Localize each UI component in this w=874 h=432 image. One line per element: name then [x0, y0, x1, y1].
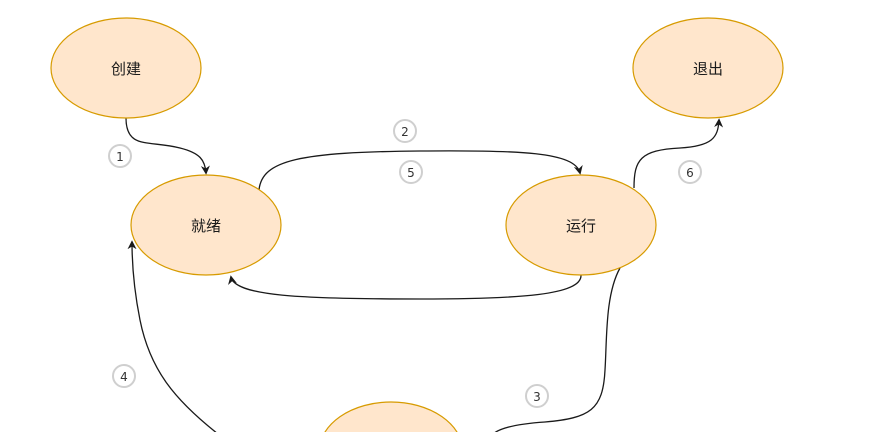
badge-1-text: 1	[116, 150, 124, 164]
badge-2-text: 2	[401, 125, 409, 139]
node-exit[interactable]: 退出	[632, 17, 784, 119]
edge-running-to-exit[interactable]	[633, 118, 724, 189]
node-running-label: 运行	[566, 217, 596, 235]
badge-4: 4	[112, 364, 136, 388]
edge-bottom-to-ready[interactable]	[127, 240, 218, 432]
node-ready[interactable]: 就绪	[130, 174, 282, 276]
node-running[interactable]: 运行	[505, 174, 657, 276]
edge-ready-to-running[interactable]	[258, 150, 583, 191]
badge-5-text: 5	[407, 166, 415, 180]
node-exit-shape[interactable]	[632, 17, 784, 119]
badge-4-text: 4	[120, 370, 128, 384]
edge-running-to-bottom[interactable]	[493, 267, 621, 432]
node-running-shape[interactable]	[505, 174, 657, 276]
badge-3-text: 3	[533, 390, 541, 404]
badge-6-circle	[678, 160, 702, 184]
badge-1-circle	[108, 144, 132, 168]
badge-2-circle	[393, 119, 417, 143]
node-create-shape[interactable]	[50, 17, 202, 119]
badge-4-circle	[112, 364, 136, 388]
node-create-label: 创建	[111, 60, 141, 78]
badge-5-circle	[399, 160, 423, 184]
badge-2: 2	[393, 119, 417, 143]
badge-1: 1	[108, 144, 132, 168]
node-create[interactable]: 创建	[50, 17, 202, 119]
badge-6-text: 6	[686, 166, 694, 180]
badge-3-circle	[525, 384, 549, 408]
node-bottom-shape[interactable]	[319, 401, 463, 432]
badge-5: 5	[399, 160, 423, 184]
node-bottom[interactable]	[319, 401, 463, 432]
node-ready-shape[interactable]	[130, 174, 282, 276]
badge-3: 3	[525, 384, 549, 408]
edge-create-to-ready[interactable]	[125, 117, 210, 175]
edges	[125, 117, 724, 432]
edge-running-to-ready[interactable]	[228, 274, 582, 300]
node-exit-label: 退出	[693, 60, 723, 78]
node-ready-label: 就绪	[191, 217, 221, 235]
badge-6: 6	[678, 160, 702, 184]
